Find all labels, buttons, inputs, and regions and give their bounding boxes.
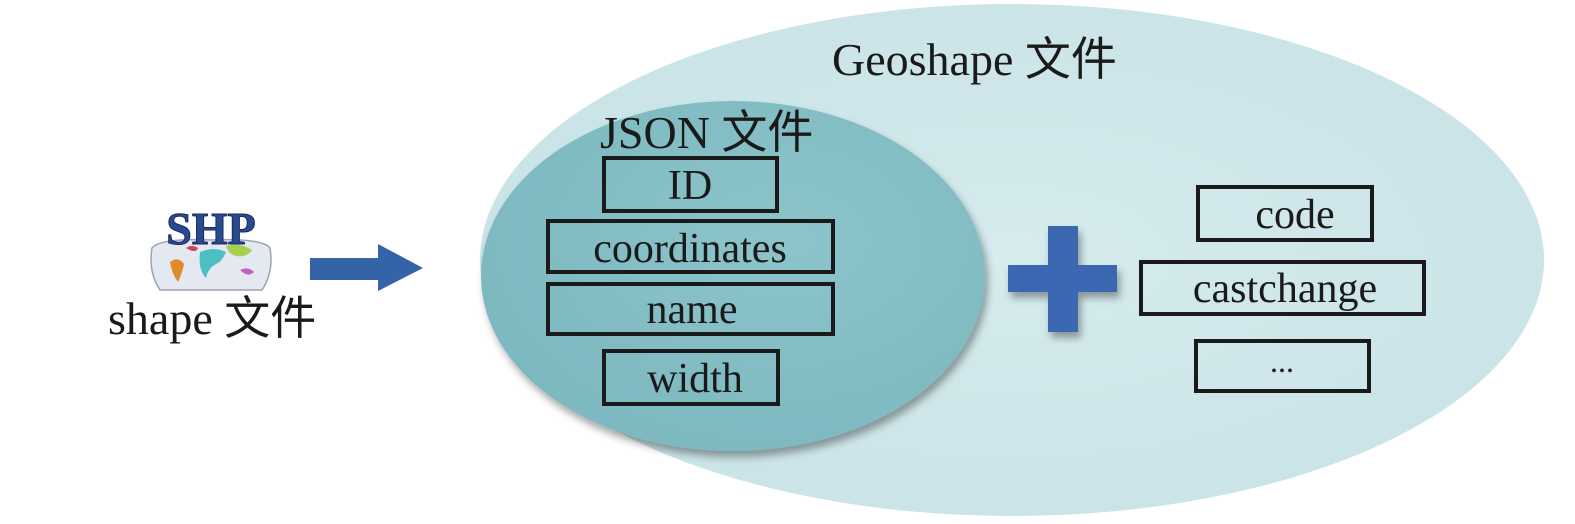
svg-text:name: name xyxy=(647,287,738,333)
shp-file-icon: SHP xyxy=(150,203,272,291)
svg-text:width: width xyxy=(647,356,743,402)
svg-text:...: ... xyxy=(1270,343,1294,379)
svg-text:castchange: castchange xyxy=(1193,266,1377,312)
shp-icon-text: SHP xyxy=(166,203,255,254)
json-field-name: name xyxy=(546,282,835,336)
plus-icon xyxy=(1008,226,1117,332)
extra-field-castchange: castchange xyxy=(1139,260,1426,316)
source-label: shape 文件 xyxy=(108,293,316,344)
svg-text:code: code xyxy=(1255,192,1334,238)
extra-field-code: code xyxy=(1196,185,1374,242)
json-field-id: ID xyxy=(602,156,779,213)
svg-text:coordinates: coordinates xyxy=(593,226,787,272)
json-field-coordinates: coordinates xyxy=(546,219,835,274)
json-ellipse xyxy=(481,101,985,451)
svg-text:ID: ID xyxy=(668,163,712,209)
json-title: JSON 文件 xyxy=(600,107,813,158)
arrow-right-icon xyxy=(310,244,423,291)
json-field-width: width xyxy=(602,349,780,406)
geoshape-title: Geoshape 文件 xyxy=(832,34,1117,85)
extra-field-ellipsis: ... xyxy=(1194,339,1371,393)
